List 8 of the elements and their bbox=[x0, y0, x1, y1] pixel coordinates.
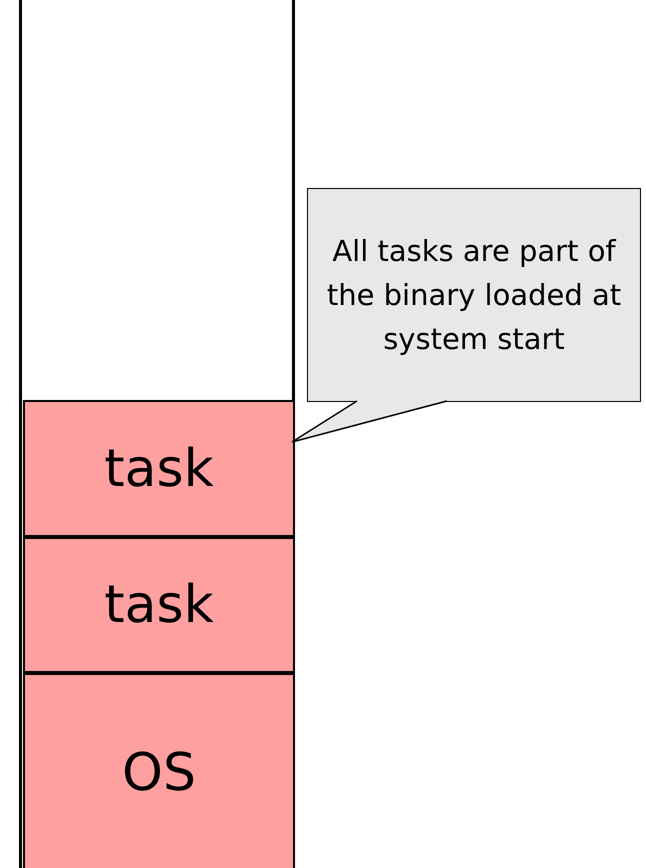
memory-column bbox=[19, 0, 295, 868]
block-label: OS bbox=[122, 742, 196, 805]
block-label: All tasks are part of the binary loaded at system start bbox=[326, 233, 622, 358]
block-label: task bbox=[104, 438, 214, 500]
block-label: task bbox=[104, 574, 214, 637]
memory-block bbox=[23, 537, 295, 673]
memory-block bbox=[23, 400, 295, 537]
memory-block bbox=[23, 673, 295, 868]
